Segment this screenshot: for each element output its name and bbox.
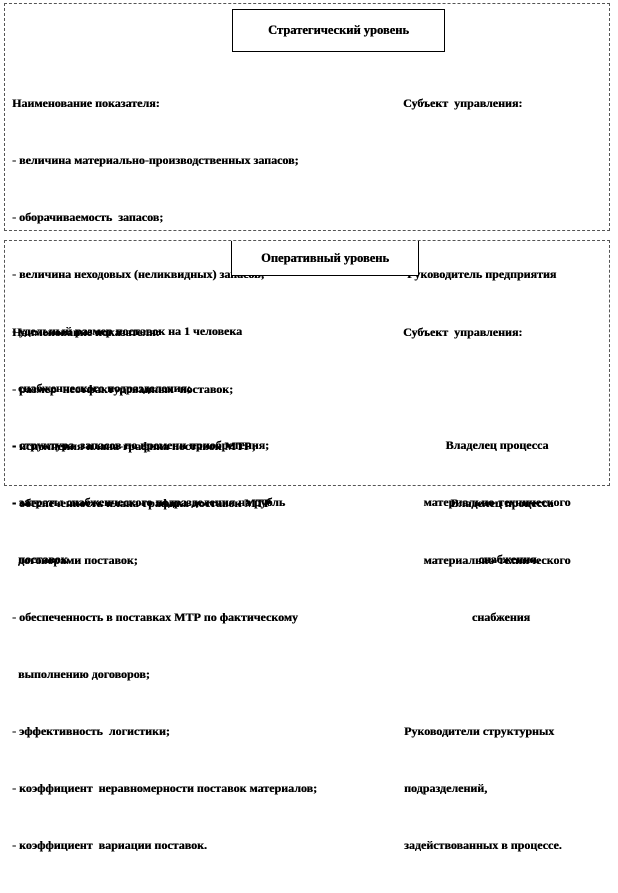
strategic-subject-header: Субъект управления: xyxy=(403,96,523,110)
operative-indicator: выполнению договоров; xyxy=(12,667,150,681)
operative-indicator: - размер неотфактурованных поставок; xyxy=(12,382,234,396)
operative-level-title: Оперативный уровень xyxy=(231,241,419,276)
strategic-indicator: - структура запасов по времени приобрете… xyxy=(12,438,270,452)
strategic-indicators-header: Наименование показателя: xyxy=(12,96,160,110)
strategic-indicator: снабженческого подразделения; xyxy=(12,381,191,395)
operative-subject-header: Субъект управления: xyxy=(403,325,523,339)
operative-subject: Владелец процесса xyxy=(450,496,554,510)
strategic-indicator: - оборачиваемость запасов; xyxy=(12,210,164,224)
operative-level-panel: Оперативный уровень Наименование показат… xyxy=(4,240,610,852)
operative-indicator: договорами поставок; xyxy=(12,553,138,567)
operative-subject: снабжения xyxy=(471,610,531,624)
operative-indicator: - исполнения плана-графика поставок МТР; xyxy=(12,439,256,453)
strategic-level-panel: Стратегический уровень Наименование пока… xyxy=(4,3,610,566)
operative-indicator: - обеспеченность плана-графика поставок … xyxy=(12,496,271,510)
operative-subject: задействованных в процессе. xyxy=(404,838,562,852)
operative-indicator: - эффективность логистики; xyxy=(12,724,170,738)
strategic-indicator: - удельный размер поставок на 1 человека xyxy=(12,324,242,338)
operative-subject: материально-технического xyxy=(423,553,571,567)
strategic-subject: Владелец процесса xyxy=(445,438,549,452)
strategic-indicator: - величина неходовых (неликвидных) запас… xyxy=(12,267,265,281)
operative-indicators-header: Наименование показателя: xyxy=(12,325,160,339)
operative-indicator: - коэффициент вариации поставок. xyxy=(12,838,207,852)
strategic-subject: Руководитель предприятия xyxy=(407,267,557,281)
operative-indicators-column: Наименование показателя: - размер неотфа… xyxy=(12,285,407,893)
operative-subject: Руководители структурных xyxy=(404,724,555,738)
operative-indicator: - коэффициент неравномерности поставок м… xyxy=(12,781,317,795)
operative-subject: подразделений, xyxy=(404,781,488,795)
strategic-indicator: - величина материально-производственных … xyxy=(12,153,299,167)
strategic-level-title: Стратегический уровень xyxy=(232,9,445,52)
operative-subjects-column: Субъект управления: Владелец процесса ма… xyxy=(377,285,611,893)
operative-indicator: - обеспеченность в поставках МТР по факт… xyxy=(12,610,298,624)
